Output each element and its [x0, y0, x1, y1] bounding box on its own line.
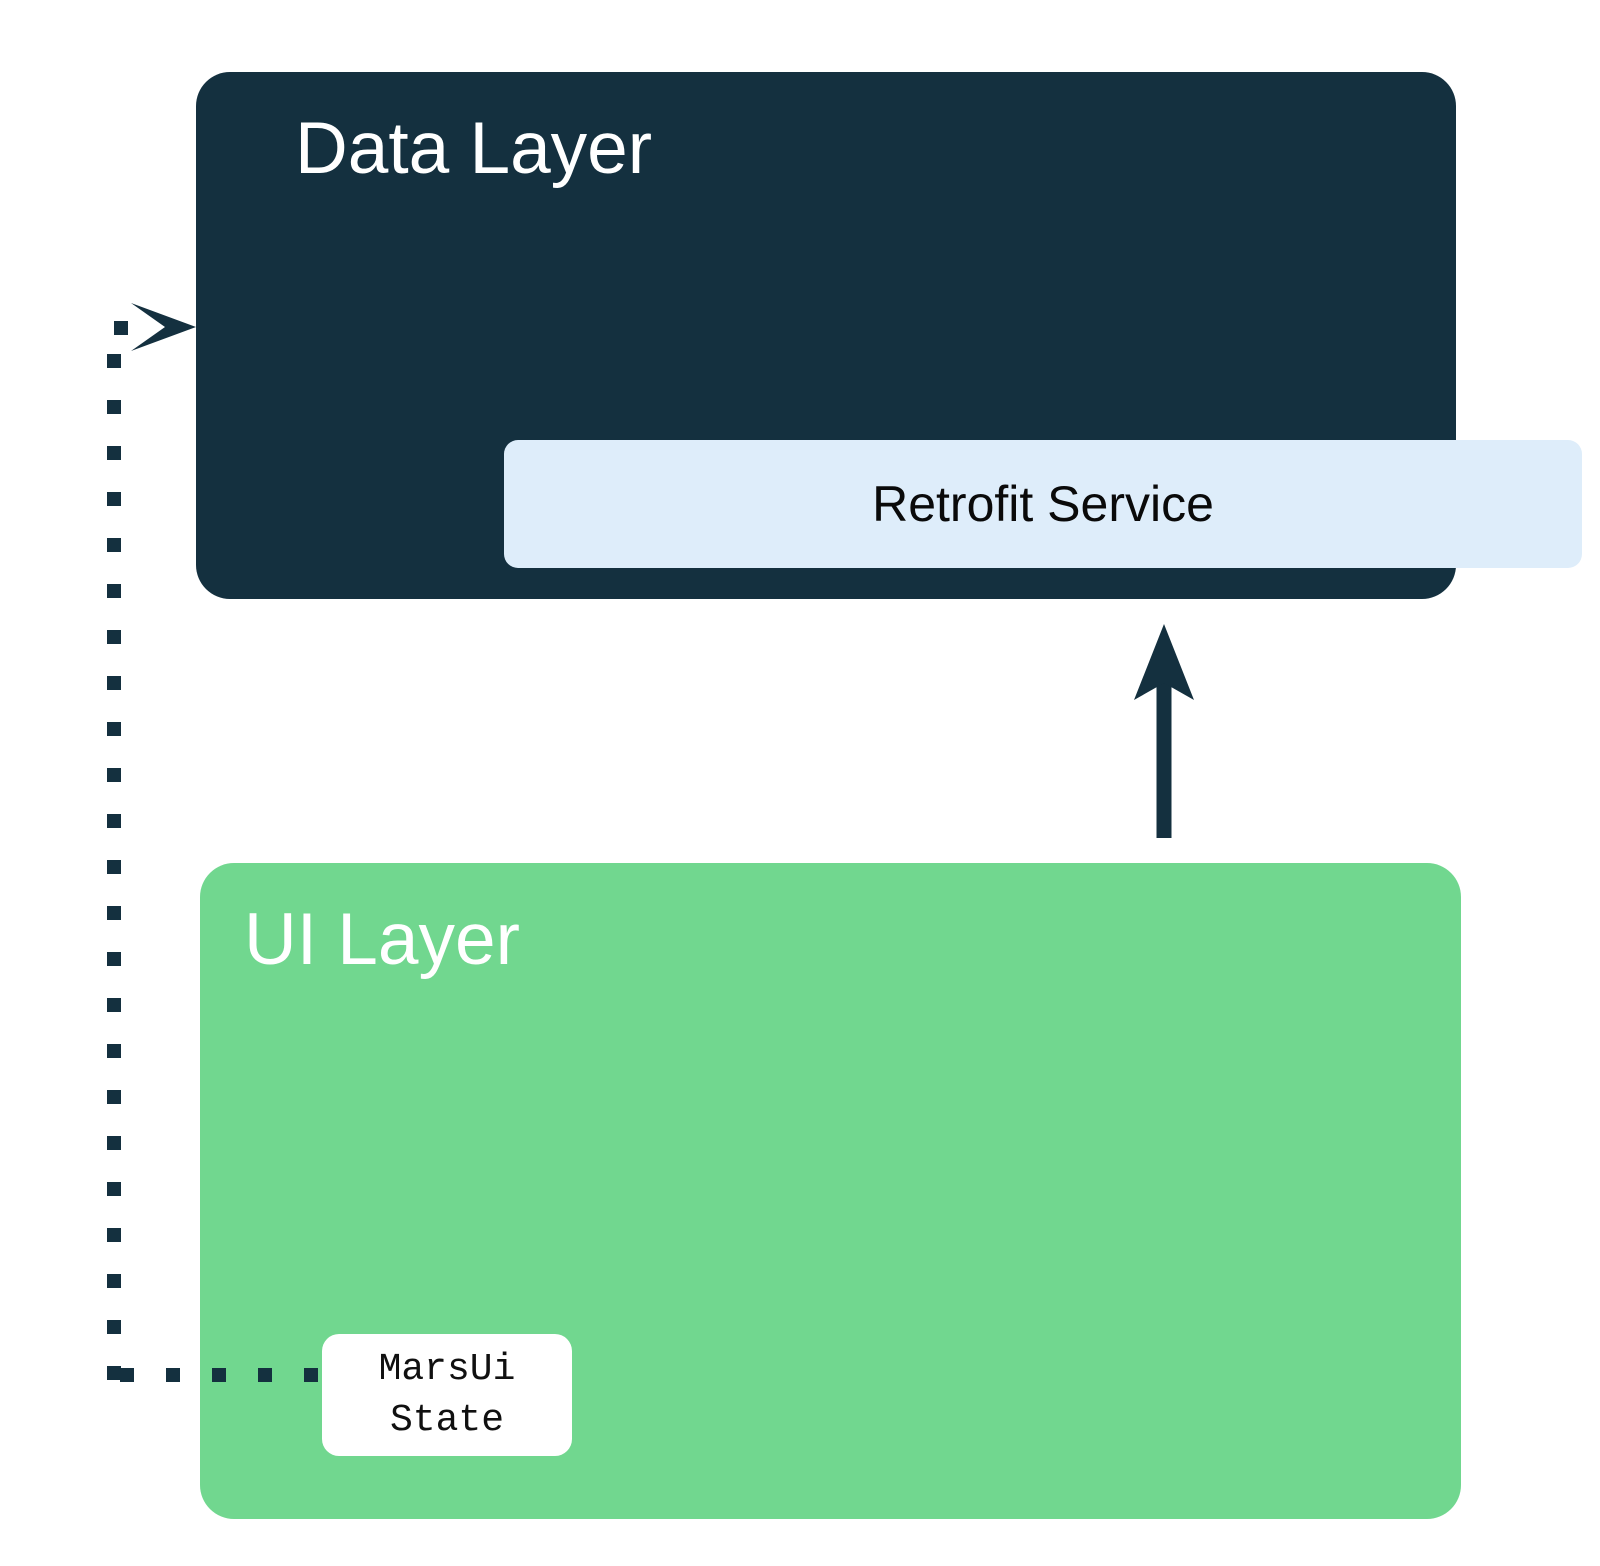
solid-arrow-head [1134, 624, 1194, 700]
mars-ui-state-line-1: MarsUi [378, 1347, 516, 1391]
retrofit-service-box: Retrofit Service [504, 440, 1582, 568]
mars-ui-state-line-2: State [389, 1399, 505, 1442]
dotted-connector-arrow-head [131, 303, 196, 351]
data-layer-title: Data Layer [295, 108, 653, 189]
data-layer-container: Data Layer Retrofit Service [196, 72, 1582, 599]
ui-layer-title: UI Layer [244, 899, 520, 980]
solid-arrow-viewmodel-to-datalayer [1134, 624, 1194, 838]
mars-ui-state-callout: MarsUi State [322, 1334, 572, 1456]
